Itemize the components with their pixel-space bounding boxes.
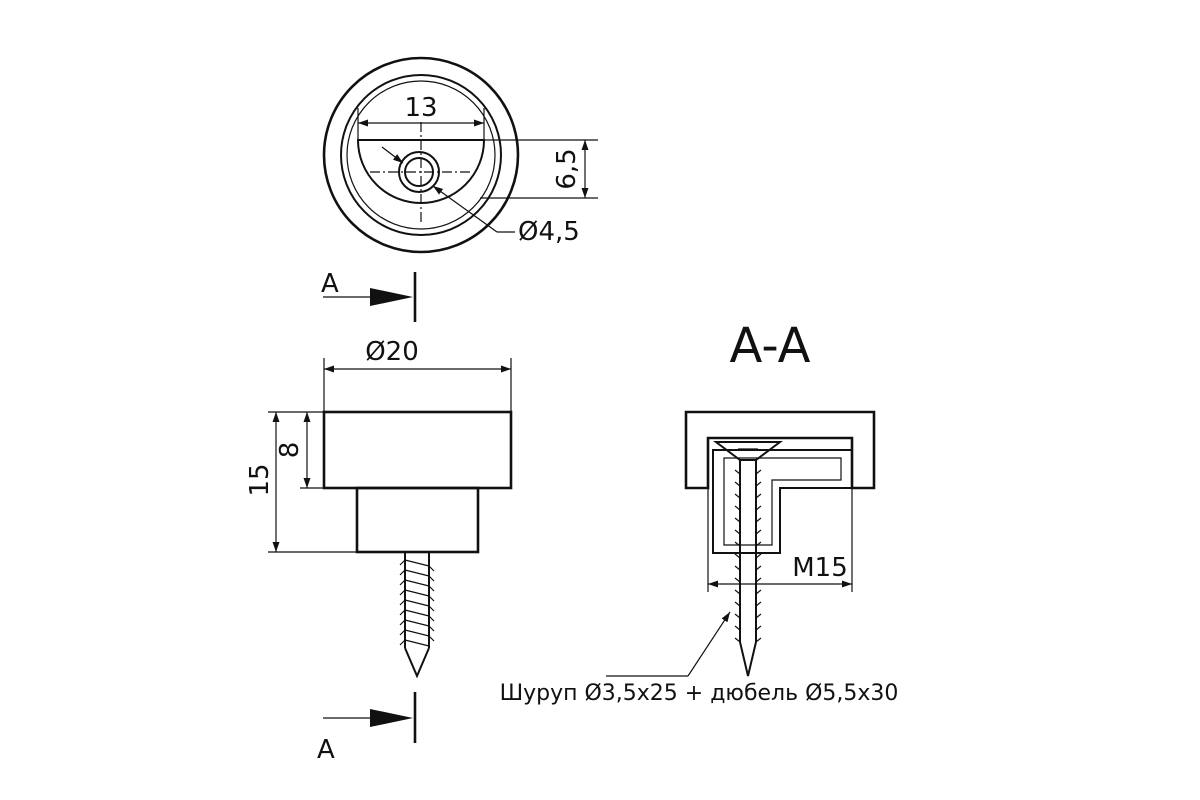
section-mark-top: A	[321, 269, 339, 299]
inner-ring	[340, 74, 502, 236]
inner-ring-2	[346, 80, 496, 230]
section-view: A-A M15 Шуруп Ø3,5x25 + дюбель Ø5,5x30	[500, 318, 899, 706]
section-title: A-A	[730, 318, 811, 374]
section-mark-bottom: A	[317, 735, 335, 765]
cap-body	[322, 410, 513, 490]
side-view: A A Ø20 15 8	[245, 269, 513, 765]
dim-width-label: 13	[404, 93, 437, 123]
hole-leader	[432, 185, 498, 233]
callout-leader	[687, 611, 731, 677]
callout-label: Шуруп Ø3,5x25 + дюбель Ø5,5x30	[500, 681, 899, 706]
section-arrow-bottom-head	[370, 709, 413, 727]
hole-pointer	[381, 146, 404, 164]
slot-outline	[356, 139, 486, 204]
dim-thread-label: M15	[792, 553, 848, 583]
dim-height-label: 6,5	[552, 148, 582, 189]
cap-stem	[355, 486, 480, 554]
dim-total-height-label: 15	[245, 463, 275, 496]
screw-hole-outer	[398, 151, 440, 193]
dim-hole-label: Ø4,5	[518, 217, 580, 247]
section-arrow-top-head	[370, 288, 413, 306]
top-view: Ø4,5 13 6,5	[322, 56, 598, 254]
insert-inner	[723, 457, 842, 546]
screw-hole-inner	[404, 157, 434, 187]
screw-side	[399, 552, 435, 679]
cap-section-outer	[684, 410, 876, 490]
dim-diameter-label: Ø20	[365, 337, 419, 367]
insert-section	[712, 449, 853, 554]
screw-section	[713, 441, 783, 677]
outer-ring	[322, 56, 520, 254]
dim-cap-height-label: 8	[275, 442, 305, 459]
